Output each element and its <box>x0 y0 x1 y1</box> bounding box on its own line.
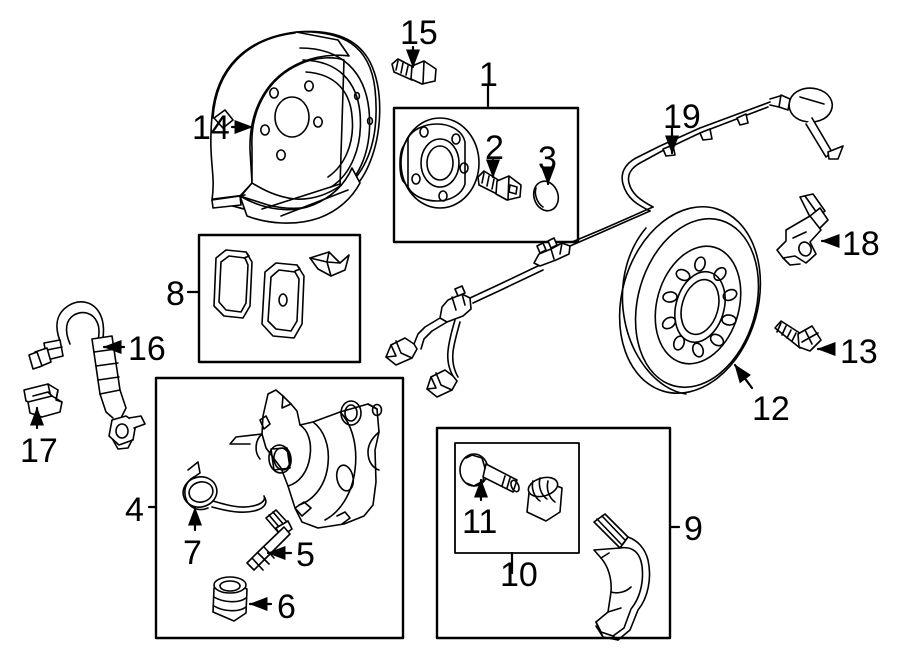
caliper-return-spring-part <box>182 461 267 514</box>
brake-pad-inner-part <box>261 262 305 339</box>
callout-label-7[interactable]: 7 <box>183 534 202 572</box>
callout-label-15[interactable]: 15 <box>400 14 438 52</box>
splash-shield-part <box>210 30 381 224</box>
callout-label-13[interactable]: 13 <box>840 333 878 371</box>
leader-lines <box>29 45 840 612</box>
leader-12 <box>733 363 754 390</box>
callout-label-18[interactable]: 18 <box>842 225 880 263</box>
callout-label-11[interactable]: 11 <box>462 503 498 541</box>
brake-caliper-part <box>229 389 383 529</box>
brake-hose-clip-part <box>23 383 63 418</box>
caliper-mounting-bracket-part <box>593 513 651 641</box>
callout-label-2[interactable]: 2 <box>485 129 504 167</box>
callout-label-12[interactable]: 12 <box>752 390 790 428</box>
brake-rotor-part <box>618 205 762 395</box>
brake-hose-part <box>28 301 146 450</box>
brake-pad-shim-clip-part <box>309 251 350 277</box>
rotor-retaining-screw-part <box>774 320 822 352</box>
wheel-hub-part <box>399 117 480 209</box>
callout-label-10[interactable]: 10 <box>500 556 538 594</box>
rotor-hole-ring <box>661 256 738 358</box>
callout-label-14[interactable]: 14 <box>192 109 230 147</box>
brake-pad-outer-part <box>213 249 253 319</box>
callout-label-3[interactable]: 3 <box>538 140 557 178</box>
callout-label-8[interactable]: 8 <box>166 275 185 313</box>
caliper-guide-pin-bushing-part <box>526 476 563 522</box>
callout-label-16[interactable]: 16 <box>128 330 166 368</box>
callout-label-6[interactable]: 6 <box>277 588 296 626</box>
caliper-piston-boot-part <box>212 576 248 622</box>
callout-label-5[interactable]: 5 <box>296 536 315 574</box>
callout-label-9[interactable]: 9 <box>684 510 703 548</box>
abs-sensor-harness-part <box>385 87 844 398</box>
callout-label-19[interactable]: 19 <box>663 98 701 136</box>
callout-label-4[interactable]: 4 <box>125 491 144 529</box>
abs-wheel-speed-sensor-part <box>776 193 829 266</box>
hub-bolt-part <box>477 170 522 201</box>
callout-label-1[interactable]: 1 <box>479 56 498 94</box>
callout-label-17[interactable]: 17 <box>20 432 58 470</box>
